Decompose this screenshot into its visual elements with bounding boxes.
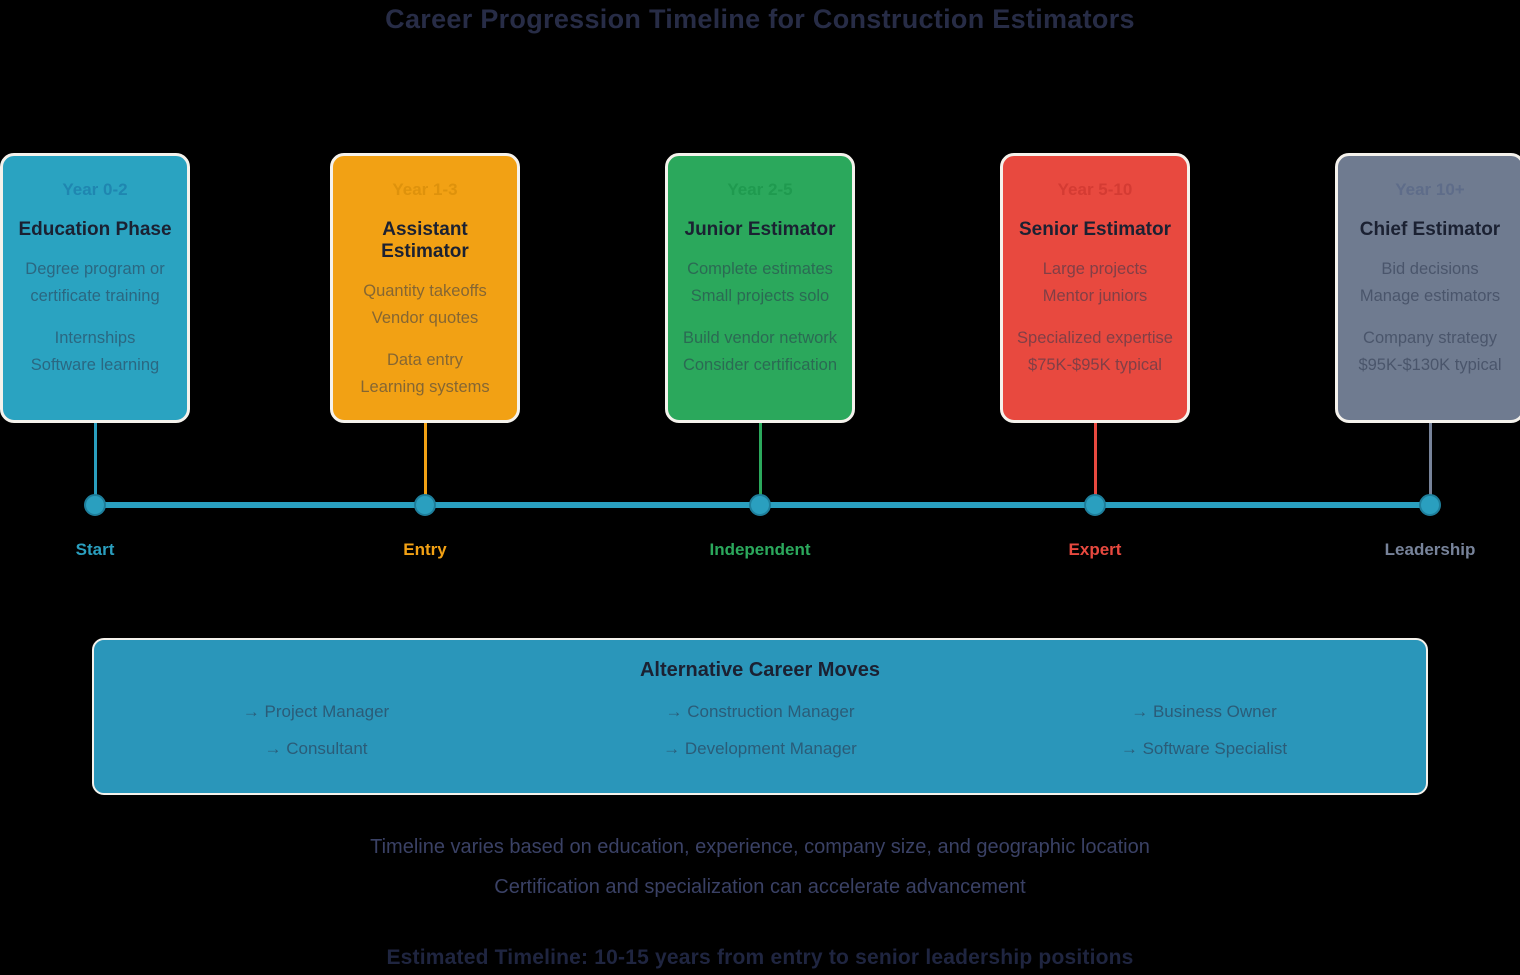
stage-detail-line: Specialized expertise — [1017, 329, 1173, 347]
stage-detail-line: Data entry — [386, 351, 464, 369]
stage-detail-line: Vendor quotes — [371, 309, 479, 327]
footnote-variability: Timeline varies based on education, expe… — [370, 836, 1150, 858]
alternative-career-item: → Software Specialist — [1120, 739, 1288, 758]
stage-detail-line: Mentor juniors — [1042, 287, 1148, 305]
timeline-node-dot — [1419, 494, 1441, 516]
alternative-career-item: → Development Manager — [663, 739, 857, 758]
stage-detail-line: Software learning — [30, 356, 160, 374]
stage-detail-group-2: Company strategy $95K-$130K typical — [1343, 325, 1517, 379]
stage-detail-line: Manage estimators — [1359, 287, 1501, 305]
timeline-node-dot — [1084, 494, 1106, 516]
stage-period-label: Year 10+ — [1395, 180, 1465, 199]
timeline-node-dot — [749, 494, 771, 516]
footnote-certification: Certification and specialization can acc… — [494, 876, 1026, 898]
timeline-milestone-label: Start — [75, 540, 115, 559]
stage-period-label: Year 2-5 — [727, 180, 793, 199]
stage-connector-line — [758, 423, 762, 505]
stage-title: Senior Estimator — [1018, 219, 1172, 240]
stage-connector-line — [423, 423, 427, 505]
timeline-node-dot — [84, 494, 106, 516]
stage-detail-line: Large projects — [1042, 260, 1148, 278]
timeline-node-dot — [414, 494, 436, 516]
alternative-career-item: → Business Owner — [1131, 702, 1277, 721]
stage-title: Assistant Estimator — [381, 219, 469, 262]
stage-card: Year 2-5 Junior Estimator Complete estim… — [665, 153, 855, 423]
stage-card: Year 5-10 Senior Estimator Large project… — [1000, 153, 1190, 423]
alternative-career-item: → Consultant — [264, 739, 368, 758]
stage-detail-line: Small projects solo — [690, 287, 830, 305]
stage-period-label: Year 0-2 — [62, 180, 128, 199]
stage-detail-line: Quantity takeoffs — [363, 282, 487, 300]
alternative-career-grid: → Project Manager → Construction Manager →… — [94, 702, 1426, 759]
stage-period-label: Year 1-3 — [392, 180, 458, 199]
stage-title: Chief Estimator — [1359, 219, 1501, 240]
stage-period-label: Year 5-10 — [1057, 180, 1133, 199]
stage-detail-line: Build vendor network — [682, 329, 838, 347]
stage-card: Year 1-3 Assistant Estimator Quantity ta… — [330, 153, 520, 423]
alternative-career-item: → Construction Manager — [665, 702, 855, 721]
stage-detail-line: $95K-$130K typical — [1358, 356, 1502, 374]
timeline-milestone-label: Expert — [1068, 540, 1122, 559]
estimated-timeline-text: Estimated Timeline: 10-15 years from ent… — [386, 946, 1134, 969]
stage-detail-line: Consider certification — [682, 356, 838, 374]
stage-title: Junior Estimator — [684, 219, 836, 240]
stage-connector-line — [1428, 423, 1432, 505]
alternative-career-title: Alternative Career Moves — [639, 659, 881, 681]
stage-detail-line: Internships — [54, 329, 136, 347]
stage-detail-group-1: Degree program or certificate training — [8, 256, 182, 310]
alternative-career-item: → Project Manager — [242, 702, 390, 721]
stage-card: Year 0-2 Education Phase Degree program … — [0, 153, 190, 423]
stage-detail-line: Complete estimates — [687, 260, 833, 278]
stage-connector-line — [93, 423, 97, 505]
alternative-career-panel: Alternative Career Moves → Project Manag… — [92, 638, 1428, 795]
stage-detail-group-2: Specialized expertise $75K-$95K typical — [1008, 325, 1182, 379]
stage-detail-line: $75K-$95K typical — [1028, 356, 1162, 374]
stage-connector-line — [1093, 423, 1097, 505]
timeline-milestone-label: Leadership — [1384, 540, 1476, 559]
page-title: Career Progression Timeline for Construc… — [385, 4, 1135, 34]
stage-detail-line: Learning systems — [360, 378, 490, 396]
stage-detail-line: Bid decisions — [1381, 260, 1479, 278]
stage-title: Education Phase — [18, 219, 172, 240]
timeline-milestone-label: Entry — [403, 540, 447, 559]
timeline-milestone-label: Independent — [709, 540, 811, 559]
stage-detail-line: Degree program or certificate training — [25, 260, 165, 305]
stage-detail-line: Company strategy — [1363, 329, 1497, 347]
